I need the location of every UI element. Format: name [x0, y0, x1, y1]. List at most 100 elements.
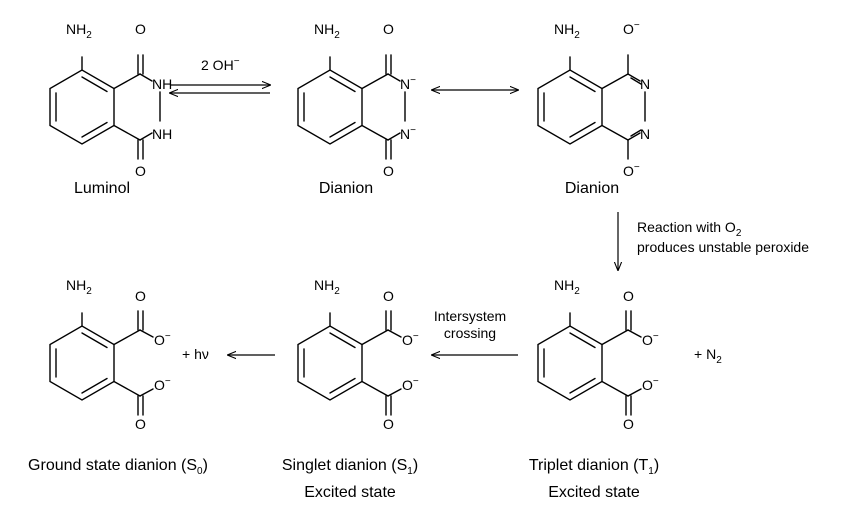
carboxylate-charge-top: −	[413, 331, 419, 342]
n-top-label: N	[640, 76, 650, 92]
caption-triplet-state: Excited state	[548, 484, 640, 501]
oxygen-subscript: 2	[736, 228, 742, 239]
svg-text:+ N2: + N2	[694, 346, 722, 366]
triplet-structure: NH2 O O− O− O	[537, 277, 659, 432]
caption-singlet-state: Excited state	[304, 484, 396, 501]
emission-label: + hν	[182, 346, 209, 362]
carboxylate-o-top: O	[154, 332, 165, 348]
isc-text-2: crossing	[444, 325, 496, 341]
carboxyl-o-top: O	[383, 288, 394, 304]
svg-text:N−: N−	[400, 75, 416, 92]
svg-text:NH2: NH2	[66, 21, 92, 41]
luminol-structure: NH2 O O NH NH	[49, 21, 172, 179]
svg-text:NH2: NH2	[314, 21, 340, 41]
oxide-top: O	[623, 21, 634, 37]
n-charge-bottom: −	[410, 125, 416, 136]
svg-text:N−: N−	[400, 125, 416, 142]
intersystem-crossing-arrow: Intersystem crossing	[432, 308, 518, 355]
oxygen-text: Reaction with O	[637, 219, 736, 235]
n-minus-top: N	[400, 76, 410, 92]
carboxyl-o-bottom: O	[383, 416, 394, 432]
dianion-2-structure: NH2 O− O− N N	[537, 20, 650, 179]
caption-triplet-text: Triplet dianion (T	[529, 457, 649, 474]
carbonyl-o-bottom: O	[135, 163, 146, 179]
svg-text:NH2: NH2	[554, 277, 580, 297]
caption-ground-state: Ground state dianion (S0)	[28, 457, 208, 477]
caption-dianion-2: Dianion	[565, 180, 619, 197]
carboxylate-o-top: O	[402, 332, 413, 348]
amino-subscript: 2	[334, 286, 340, 297]
carboxyl-o-top: O	[135, 288, 146, 304]
peroxide-text: produces unstable peroxide	[637, 239, 809, 255]
carboxylate-o-bottom: O	[642, 377, 653, 393]
svg-text:O−: O−	[623, 20, 640, 37]
carboxylate-charge-bottom: −	[165, 376, 171, 387]
amino-subscript: 2	[574, 286, 580, 297]
dianion-1-structure: NH2 O O N− N−	[297, 21, 416, 179]
amino-label: NH	[314, 277, 334, 293]
amino-label: NH	[314, 21, 334, 37]
caption-triplet-sub: 1	[648, 466, 654, 477]
carboxylate-o-bottom: O	[154, 377, 165, 393]
caption-ground-sub: 0	[197, 466, 203, 477]
carboxylate-charge-bottom: −	[653, 376, 659, 387]
caption-triplet: Triplet dianion (T1)	[529, 457, 659, 477]
oxide-bottom: O	[623, 163, 634, 179]
ground-state-structure: NH2 O O− O− O	[49, 277, 171, 432]
svg-text:O−: O−	[402, 376, 419, 393]
svg-text:O−: O−	[623, 162, 640, 179]
carbonyl-o-top: O	[383, 21, 394, 37]
svg-text:NH2: NH2	[314, 277, 340, 297]
caption-luminol: Luminol	[74, 180, 130, 197]
svg-text:NH2: NH2	[66, 277, 92, 297]
amino-subscript: 2	[86, 30, 92, 41]
caption-singlet-close: )	[413, 457, 418, 474]
isc-text-1: Intersystem	[434, 308, 506, 324]
svg-text:O−: O−	[154, 376, 171, 393]
amino-subscript: 2	[86, 286, 92, 297]
carboxylate-o-top: O	[642, 332, 653, 348]
carboxylate-o-bottom: O	[402, 377, 413, 393]
amino-label: NH	[66, 277, 86, 293]
n-charge-top: −	[410, 75, 416, 86]
amino-label: NH	[66, 21, 86, 37]
oxide-charge-bottom: −	[634, 162, 640, 173]
svg-text:NH2: NH2	[554, 21, 580, 41]
amino-subscript: 2	[334, 30, 340, 41]
caption-singlet: Singlet dianion (S1)	[282, 457, 418, 477]
nitrogen-subscript: 2	[716, 355, 722, 366]
nitrogen-label: + N	[694, 346, 716, 362]
caption-triplet-close: )	[654, 457, 659, 474]
carboxylate-charge-top: −	[653, 331, 659, 342]
nh-bottom-label: NH	[152, 126, 172, 142]
equilibrium-arrow: 2 OH−	[170, 56, 270, 93]
carboxyl-o-bottom: O	[135, 416, 146, 432]
n-bottom-label: N	[640, 126, 650, 142]
caption-dianion-1: Dianion	[319, 180, 373, 197]
caption-ground-close: )	[203, 457, 208, 474]
n-minus-bottom: N	[400, 126, 410, 142]
carbonyl-o-bottom: O	[383, 163, 394, 179]
nh-top-label: NH	[152, 76, 172, 92]
oxidation-arrow: Reaction with O2 produces unstable perox…	[618, 212, 809, 270]
svg-text:O−: O−	[642, 331, 659, 348]
caption-singlet-sub: 1	[407, 466, 413, 477]
svg-text:O−: O−	[154, 331, 171, 348]
svg-text:2 OH−: 2 OH−	[201, 56, 240, 73]
hydroxide-label: 2 OH	[201, 57, 234, 73]
hydroxide-charge: −	[234, 56, 240, 67]
carboxyl-o-top: O	[623, 288, 634, 304]
carboxyl-o-bottom: O	[623, 416, 634, 432]
caption-ground-text: Ground state dianion (S	[28, 457, 197, 474]
carboxylate-charge-bottom: −	[413, 376, 419, 387]
singlet-structure: NH2 O O− O− O	[297, 277, 419, 432]
oxide-charge-top: −	[634, 20, 640, 31]
amino-subscript: 2	[574, 30, 580, 41]
svg-text:O−: O−	[402, 331, 419, 348]
amino-label: NH	[554, 277, 574, 293]
carbonyl-o-top: O	[135, 21, 146, 37]
svg-text:O−: O−	[642, 376, 659, 393]
caption-singlet-text: Singlet dianion (S	[282, 457, 407, 474]
carboxylate-charge-top: −	[165, 331, 171, 342]
